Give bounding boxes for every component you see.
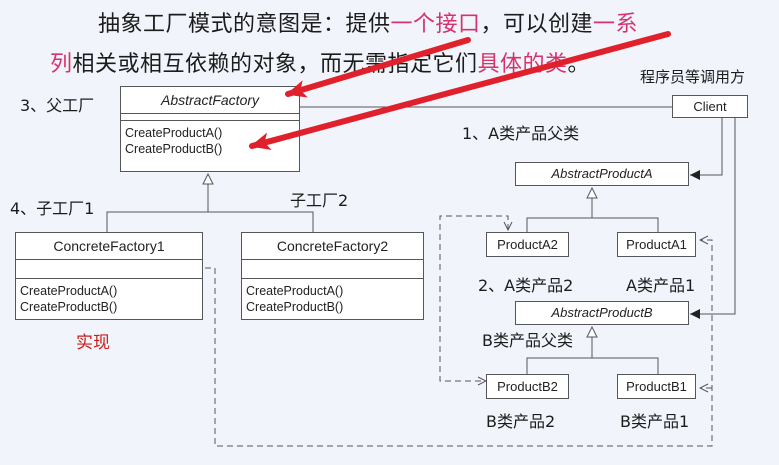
label-parent-factory: 3、父工厂	[20, 96, 95, 115]
product-b1-class[interactable]: ProductB1	[617, 374, 696, 399]
label-product-a1: A类产品1	[626, 276, 696, 295]
abstract-product-b-name: AbstractProductB	[551, 305, 653, 320]
label-implement: 实现	[76, 333, 110, 353]
factory2-product-b2-dependency	[439, 276, 486, 381]
client-product-a-link	[690, 118, 723, 180]
concrete-factory2-op-a: CreateProductA()	[246, 284, 344, 298]
abstract-factory-op-b: CreateProductB()	[125, 142, 223, 156]
factory-inheritance	[106, 211, 314, 232]
label-product-b1: B类产品1	[620, 412, 690, 431]
concrete-factory2-op-b: CreateProductB()	[246, 300, 344, 314]
concrete-factory1-op-b: CreateProductB()	[20, 300, 118, 314]
product-a1-class[interactable]: ProductA1	[617, 232, 696, 257]
label-child-factory1: 4、子工厂1	[10, 199, 95, 218]
arrow-series-to-ops	[249, 31, 671, 151]
abstract-factory-op-a: CreateProductA()	[125, 126, 223, 140]
title-line-1: 抽象工厂模式的意图是：提供一个接口，可以创建一系	[98, 6, 638, 38]
title-highlight-0: 列	[50, 52, 73, 77]
client-class[interactable]: Client	[672, 95, 748, 118]
abstract-factory-name: AbstractFactory	[121, 87, 299, 114]
arrow-interface-to-factory	[285, 37, 471, 98]
label-child-factory2: 子工厂2	[290, 191, 349, 210]
label-programmer: 程序员等调用方	[640, 68, 746, 86]
label-product-b2: B类产品2	[486, 412, 556, 431]
label-product-b-parent: B类产品父类	[482, 331, 573, 350]
abstract-product-b-class[interactable]: AbstractProductB	[515, 301, 689, 325]
product-a2-class[interactable]: ProductA2	[486, 232, 569, 257]
title-highlight-1: 一个接口	[390, 12, 481, 37]
abstract-factory-class[interactable]: AbstractFactory CreateProductA() CreateP…	[120, 86, 300, 172]
concrete-factory1-name: ConcreteFactory1	[16, 233, 202, 260]
client-product-b-link	[690, 118, 736, 319]
factory1-product-dependency	[205, 240, 713, 447]
abstract-product-a-class[interactable]: AbstractProductA	[515, 162, 689, 186]
title-text-2: ，可以创建	[480, 12, 594, 37]
label-product-a-parent: 1、A类产品父类	[462, 124, 580, 143]
client-name: Client	[693, 99, 727, 114]
title-highlight-3: 一系	[593, 12, 639, 37]
concrete-factory1-class[interactable]: ConcreteFactory1 CreateProductA() Create…	[15, 232, 203, 320]
concrete-factory2-class[interactable]: ConcreteFactory2 CreateProductA() Create…	[241, 232, 424, 320]
title-line-2: 列相关或相互依赖的对象，而无需指定它们具体的类。	[50, 46, 590, 78]
product-b2-class[interactable]: ProductB2	[486, 374, 569, 399]
product-b2-name: ProductB2	[497, 379, 558, 394]
concrete-factory1-op-a: CreateProductA()	[20, 284, 118, 298]
label-product-a2: 2、A类产品2	[478, 276, 574, 295]
product-a2-name: ProductA2	[497, 237, 558, 252]
product-b1-name: ProductB1	[626, 379, 687, 394]
product-a1-name: ProductA1	[626, 237, 687, 252]
title-text-0: 抽象工厂模式的意图是：提供	[98, 12, 391, 37]
abstract-product-a-name: AbstractProductA	[551, 166, 653, 181]
concrete-factory2-name: ConcreteFactory2	[242, 233, 423, 260]
